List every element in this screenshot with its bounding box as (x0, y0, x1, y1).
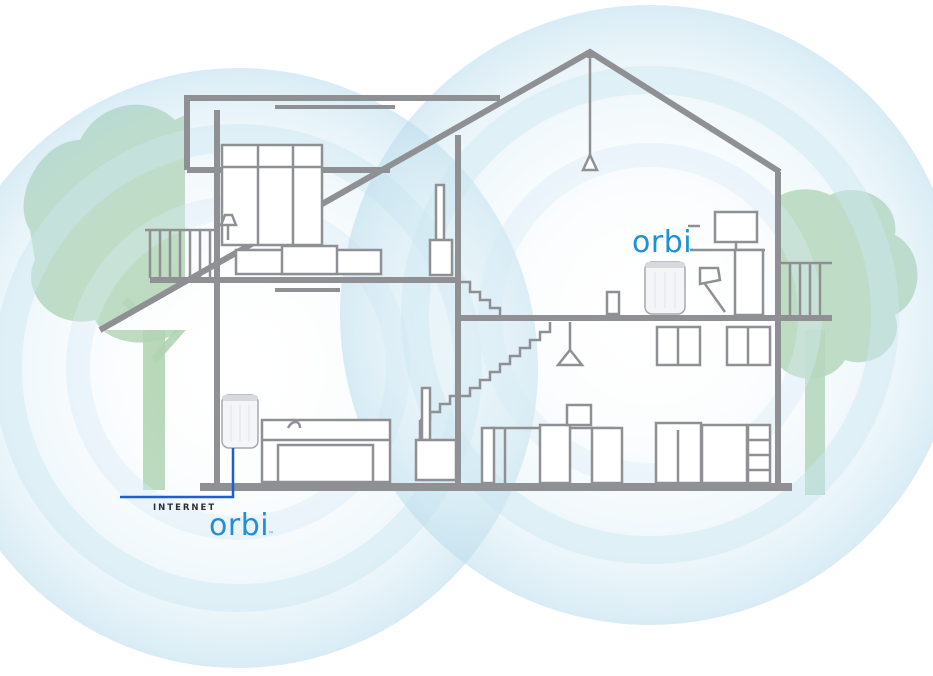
loft-furniture (145, 143, 454, 278)
router-brand-label: orbi (209, 508, 269, 543)
satellite-brand-label: orbi (632, 225, 692, 260)
satellite-brand-trademark: ™ (688, 248, 694, 255)
router-brand-trademark: ™ (268, 531, 274, 538)
kitchen-furniture (480, 322, 772, 485)
orbi-satellite-icon (644, 261, 686, 315)
living-room-furniture (260, 386, 458, 484)
internet-cable (120, 448, 235, 499)
office-furniture (581, 58, 832, 317)
orbi-router-icon (221, 394, 259, 449)
internet-label: INTERNET (153, 503, 216, 513)
